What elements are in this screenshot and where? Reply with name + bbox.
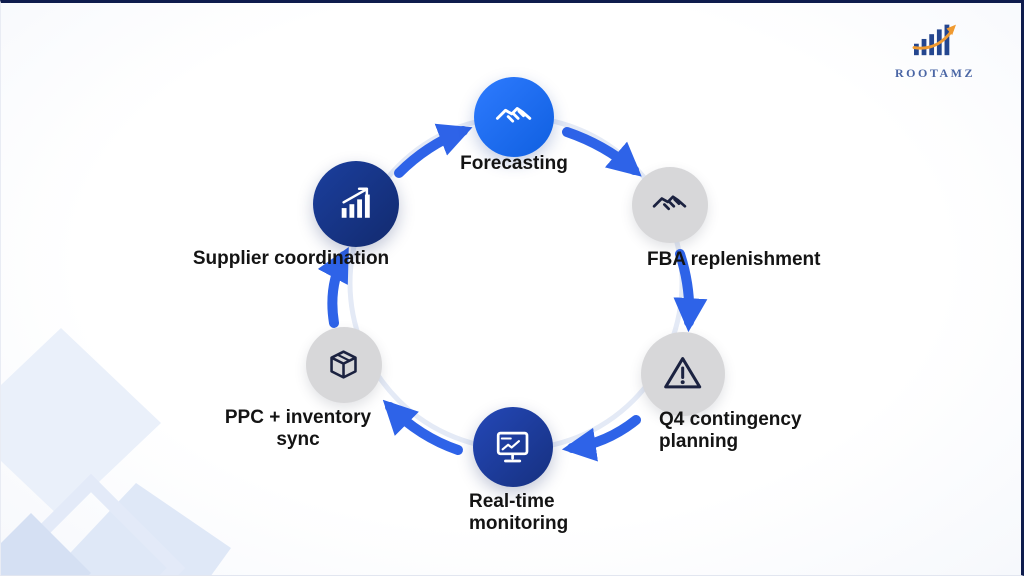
- decor-diamond-2: [56, 483, 231, 575]
- label-fba-replenishment: FBA replenishment: [647, 249, 821, 270]
- arrow-realtime-to-ppc: [382, 399, 463, 455]
- node-ppc-inventory-sync: [306, 327, 382, 403]
- bar-chart-growth-icon: [912, 24, 956, 56]
- warning-triangle-icon: [664, 357, 702, 389]
- handshake-icon: [653, 195, 687, 211]
- decor-diamond-outline: [1, 473, 186, 575]
- decor-diamond-1: [1, 328, 161, 518]
- node-supplier-coordination: [313, 161, 399, 247]
- label-q4-contingency-planning: Q4 contingency planning: [659, 409, 802, 453]
- arrow-q4-to-realtime: [561, 415, 641, 462]
- label-forecasting: Forecasting: [460, 153, 568, 174]
- brand-name: ROOTAMZ: [895, 66, 975, 80]
- swoosh-arrow: [912, 28, 954, 50]
- label-supplier-coordination: Supplier coordination: [192, 248, 390, 269]
- node-q4-contingency-planning: [641, 332, 725, 416]
- label-real-time-monitoring: Real-time monitoring: [469, 491, 569, 535]
- handshake-icon: [496, 107, 532, 123]
- label-ppc-inventory-sync: PPC + inventory sync: [224, 407, 372, 451]
- growth-chart-icon: [341, 187, 370, 218]
- swoosh-arrowhead: [946, 24, 956, 36]
- decor-diamond-3: [1, 513, 91, 575]
- node-forecasting: [474, 77, 554, 157]
- brand-logo: ROOTAMZ: [875, 17, 995, 81]
- monitor-chart-icon: [497, 432, 529, 463]
- package-box-icon: [330, 350, 358, 380]
- node-real-time-monitoring: [473, 407, 553, 487]
- node-fba-replenishment: [632, 167, 708, 243]
